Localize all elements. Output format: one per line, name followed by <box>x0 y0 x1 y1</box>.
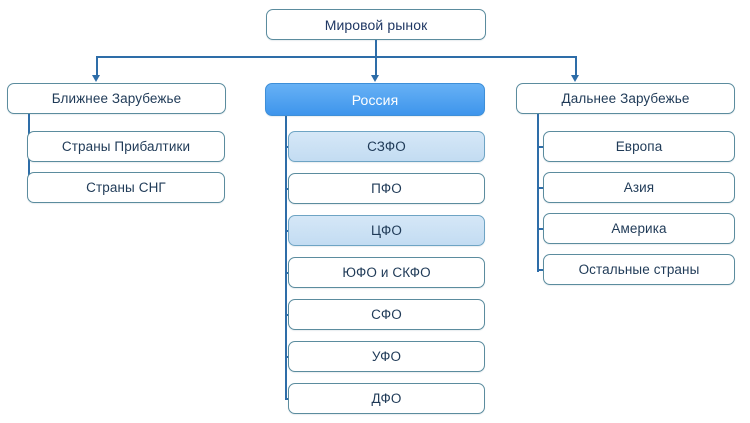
node-district-ufo-skfo[interactable]: ЮФО и СКФО <box>288 257 485 288</box>
bus-drop-left <box>96 56 98 76</box>
bus-drop-right <box>575 56 577 76</box>
node-branch-near-abroad[interactable]: Ближнее Зарубежье <box>7 83 226 114</box>
node-region-america[interactable]: Америка <box>543 213 735 244</box>
node-region-other-countries[interactable]: Остальные страны <box>543 254 735 285</box>
node-branch-far-abroad[interactable]: Дальнее Зарубежье <box>516 83 735 114</box>
node-district-cfo[interactable]: ЦФО <box>288 215 485 246</box>
node-cis-countries[interactable]: Страны СНГ <box>27 172 225 203</box>
russia-trunk-line <box>285 116 287 398</box>
node-region-asia[interactable]: Азия <box>543 172 735 203</box>
node-district-pfo[interactable]: ПФО <box>288 173 485 204</box>
arrow-down-icon-center <box>371 75 379 82</box>
node-root-world-market[interactable]: Мировой рынок <box>266 9 486 40</box>
bus-drop-center <box>375 56 377 76</box>
node-region-europe[interactable]: Европа <box>543 131 735 162</box>
node-branch-russia[interactable]: Россия <box>265 83 485 116</box>
root-bus-line <box>96 56 576 58</box>
arrow-down-icon-left <box>92 75 100 82</box>
far-abroad-trunk-line <box>537 114 539 272</box>
node-district-szfo[interactable]: СЗФО <box>288 131 485 162</box>
node-district-dfo[interactable]: ДФО <box>288 383 485 414</box>
node-district-sfo[interactable]: СФО <box>288 299 485 330</box>
arrow-down-icon-right <box>571 75 579 82</box>
node-district-urfo[interactable]: УФО <box>288 341 485 372</box>
node-baltic-countries[interactable]: Страны Прибалтики <box>27 131 225 162</box>
root-stem-line <box>375 40 377 57</box>
